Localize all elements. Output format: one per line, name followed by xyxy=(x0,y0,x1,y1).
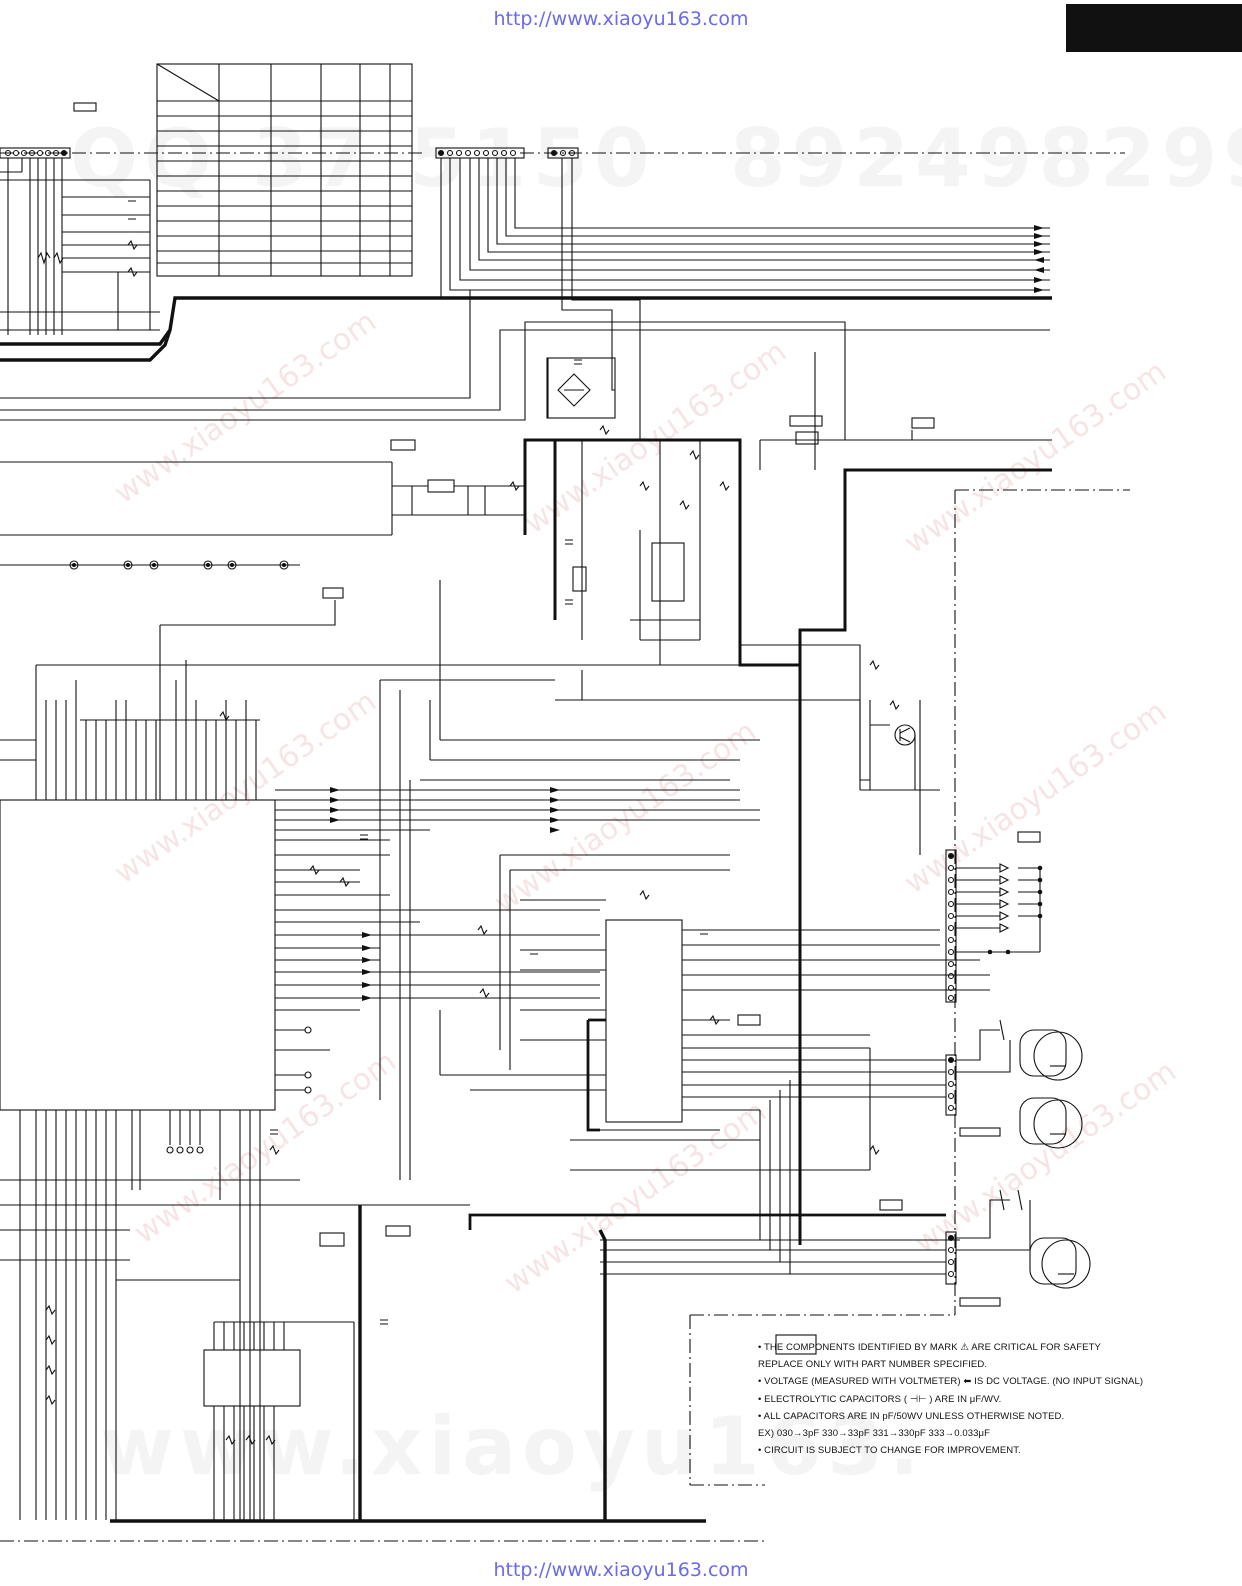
power-trace-thick xyxy=(0,296,1052,362)
note-line: REPLACE ONLY WITH PART NUMBER SPECIFIED. xyxy=(758,1359,988,1371)
label-box xyxy=(737,1014,761,1026)
label-box xyxy=(319,1232,345,1247)
mcu-pins-bottom xyxy=(0,1110,470,1520)
bus-bottom xyxy=(600,1080,960,1275)
connector-icon xyxy=(945,1231,957,1285)
label-box xyxy=(73,102,97,112)
signal-thick-center xyxy=(468,1018,946,1230)
note-line: • CIRCUIT IS SUBJECT TO CHANGE FOR IMPRO… xyxy=(758,1445,1021,1457)
ground-trace-thick xyxy=(110,1205,706,1523)
microcontroller-chip xyxy=(0,799,276,1111)
switch-icon xyxy=(956,1019,1031,1251)
power-supply-traces xyxy=(555,158,1052,701)
component-ticks xyxy=(37,196,900,1446)
dashdot-rails xyxy=(0,152,1130,1542)
mcu-pins-top xyxy=(0,600,740,800)
diode-icon xyxy=(956,863,1041,953)
traces-mid-left xyxy=(0,290,1050,566)
note-line: • VOLTAGE (MEASURED WITH VOLTMETER) ⬅︎ I… xyxy=(758,1376,1144,1388)
power-supply-thick xyxy=(523,438,1052,1245)
connector-icon xyxy=(0,147,71,159)
center-ic xyxy=(439,854,990,1171)
note-line: • THE COMPONENTS IDENTIFIED BY MARK ⚠ AR… xyxy=(758,1342,1101,1353)
label-box xyxy=(959,1297,1001,1307)
arrow-icon xyxy=(330,787,560,1001)
label-box xyxy=(879,1199,903,1211)
notes-label-box xyxy=(775,1334,817,1355)
mcu-pins-right xyxy=(275,580,760,1180)
label-box xyxy=(390,439,416,451)
source-url-top[interactable]: http://www.xiaoyu163.com xyxy=(493,8,749,30)
connector-icon xyxy=(322,587,344,599)
note-line: • ELECTROLYTIC CAPACITORS ( ⊣⊢ ) ARE IN … xyxy=(758,1393,1002,1405)
spec-table xyxy=(156,63,413,277)
connector-icon xyxy=(547,147,579,159)
driver-ic xyxy=(203,1321,355,1520)
note-line: EX) 030→3pF 330→33pF 331→330pF 333→0.033… xyxy=(758,1428,991,1440)
source-url-bottom[interactable]: http://www.xiaoyu163.com xyxy=(493,1559,749,1581)
label-box xyxy=(385,1225,411,1237)
motor-icon xyxy=(1019,1029,1083,1081)
corner-tab xyxy=(1066,4,1242,52)
label-box xyxy=(959,1127,1001,1137)
bridge-rectifier-icon xyxy=(546,357,616,419)
regulator-section xyxy=(392,479,525,516)
ferrite-beads xyxy=(69,560,289,570)
traces-left-top xyxy=(0,158,160,335)
signal-bus-right xyxy=(440,158,1050,298)
schematic-notes: • THE COMPONENTS IDENTIFIED BY MARK ⚠ AR… xyxy=(758,1339,1238,1459)
connector-icon xyxy=(435,147,525,159)
motor-icon xyxy=(1019,1097,1083,1149)
label-box xyxy=(1017,831,1041,843)
transistor-icon xyxy=(894,724,916,746)
motor-icon xyxy=(1029,1237,1091,1289)
note-line: • ALL CAPACITORS ARE IN pF/50WV UNLESS O… xyxy=(758,1410,1065,1422)
node-dots xyxy=(987,865,1043,955)
arrow-icon xyxy=(1034,225,1044,293)
traces-right-block xyxy=(740,644,940,855)
